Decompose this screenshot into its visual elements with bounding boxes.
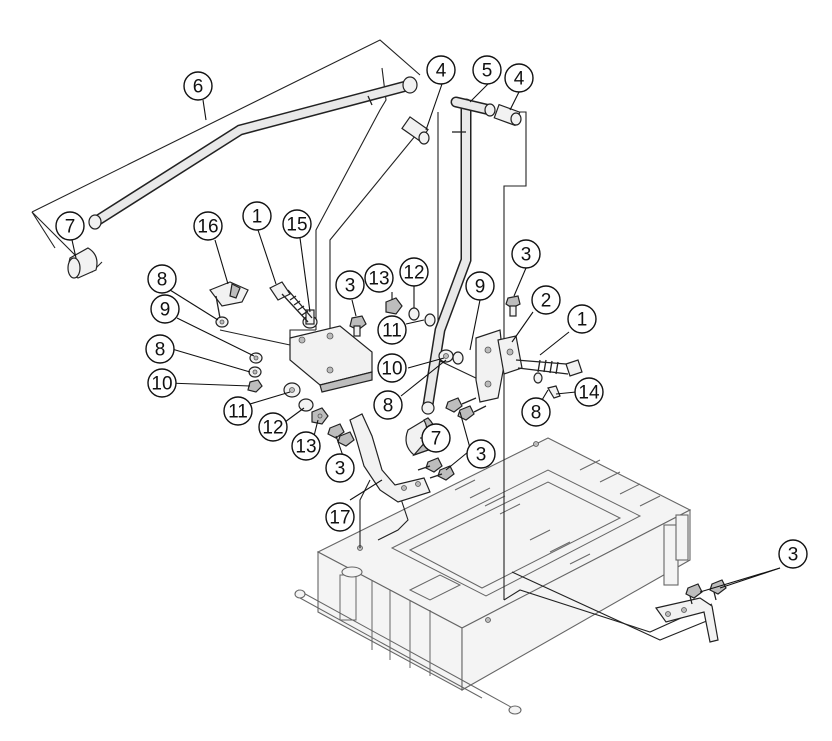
callout-label: 8	[155, 340, 166, 361]
callout-13-right: 13	[364, 263, 394, 293]
right-lower-bracket	[654, 579, 727, 643]
callout-17: 17	[325, 502, 355, 532]
callout-7-lower: 7	[421, 423, 451, 453]
callout-1-right: 1	[567, 304, 597, 334]
callout-label: 3	[521, 245, 532, 266]
callout-13-left: 13	[291, 431, 321, 461]
main-frame	[294, 437, 692, 715]
left-pivot-bracket	[289, 309, 373, 393]
callout-label: 3	[476, 445, 487, 466]
callout-label: 8	[157, 270, 168, 291]
callout-9-right: 9	[465, 271, 495, 301]
callout-14: 14	[574, 377, 604, 407]
callout-label: 5	[482, 61, 493, 82]
callout-15: 15	[282, 209, 312, 239]
callout-label: 16	[197, 217, 218, 238]
callout-label: 2	[541, 291, 552, 312]
callout-label: 17	[329, 508, 350, 529]
callout-8-left-mid: 8	[145, 334, 175, 364]
callout-label: 13	[368, 269, 389, 290]
leader-lines	[71, 83, 781, 593]
callout-12-left: 12	[258, 412, 288, 442]
callout-label: 3	[345, 276, 356, 297]
callout-3-top-right: 3	[511, 239, 541, 269]
callout-label: 12	[262, 418, 283, 439]
callout-3-top-left: 3	[335, 270, 365, 300]
callout-12-right: 12	[399, 257, 429, 287]
callout-label: 12	[403, 263, 424, 284]
callout-label: 11	[382, 321, 402, 342]
callout-11-left: 11	[223, 396, 253, 426]
part-4-sleeve-right	[493, 103, 522, 127]
callout-8-center: 8	[373, 390, 403, 420]
callout-4-right: 4	[504, 63, 534, 93]
callout-label: 11	[228, 402, 248, 423]
part-17-link-bracket	[349, 413, 455, 503]
callout-label: 3	[335, 459, 346, 480]
part-16-clip	[209, 281, 249, 319]
callout-label: 7	[65, 217, 76, 238]
callout-label: 1	[577, 310, 588, 331]
right-hardware-stack	[385, 295, 561, 421]
callout-8-left-top: 8	[147, 264, 177, 294]
right-pivot-bracket	[475, 329, 583, 403]
part-6-lever-rod	[88, 76, 418, 230]
callout-3-center: 3	[466, 439, 496, 469]
callout-10-left: 10	[147, 368, 177, 398]
callout-2: 2	[531, 285, 561, 315]
callout-label: 8	[383, 396, 394, 417]
left-hardware-stack	[215, 316, 329, 425]
callout-label: 4	[514, 69, 525, 90]
callout-3-lower-left: 3	[325, 453, 355, 483]
callout-label: 9	[160, 300, 171, 321]
callout-11-right: 11	[377, 315, 407, 345]
callout-3-lower-right: 3	[778, 539, 808, 569]
part-1-bolt-left	[269, 281, 313, 323]
callout-16: 16	[193, 211, 223, 241]
callout-5: 5	[472, 55, 502, 85]
callout-label: 13	[295, 437, 316, 458]
callout-label: 14	[578, 383, 600, 404]
callout-label: 8	[531, 403, 542, 424]
part-3-bolts-left	[327, 315, 367, 447]
callout-label: 7	[431, 429, 442, 450]
callout-label: 4	[436, 61, 447, 82]
callout-label: 6	[193, 77, 204, 98]
callout-1-left: 1	[242, 201, 272, 231]
callout-8-right: 8	[521, 397, 551, 427]
part-5-vertical-lever	[421, 96, 496, 415]
callout-7-upper: 7	[55, 211, 85, 241]
callout-6: 6	[183, 71, 213, 101]
callout-label: 10	[151, 374, 172, 395]
callout-label: 15	[286, 215, 307, 236]
callout-label: 1	[252, 207, 263, 228]
callout-9-left: 9	[150, 294, 180, 324]
callout-label: 3	[788, 545, 799, 566]
callout-10-right: 10	[377, 353, 407, 383]
callout-4-left: 4	[426, 55, 456, 85]
callout-label: 9	[475, 277, 486, 298]
part-4-sleeve-left	[401, 116, 430, 145]
callout-label: 10	[381, 359, 402, 380]
